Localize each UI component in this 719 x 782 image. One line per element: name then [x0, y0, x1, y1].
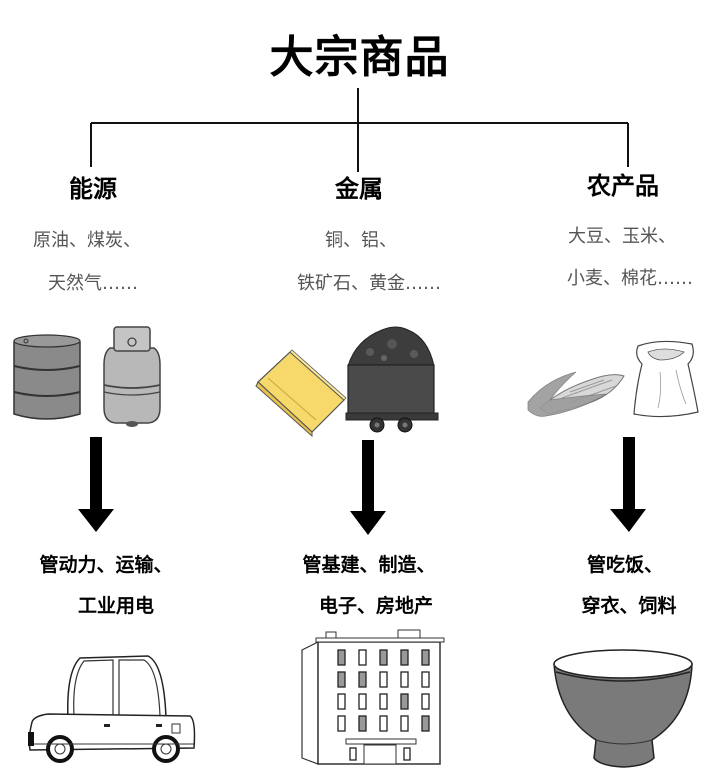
car-icon	[28, 655, 196, 763]
category-examples-agriculture-line1: 大豆、玉米、	[568, 226, 676, 247]
category-use-agriculture-line1: 管吃饭、	[586, 554, 663, 576]
category-use-energy-line2: 工业用电	[77, 595, 154, 617]
arrow-down-icon	[78, 437, 114, 532]
building-window	[337, 693, 346, 710]
building-window	[421, 671, 430, 688]
building-window	[379, 693, 388, 710]
building-window	[421, 649, 430, 666]
category-heading-agriculture: 农产品	[587, 172, 659, 200]
category-examples-metals-line2: 铁矿石、黄金……	[297, 273, 441, 294]
diagram-title: 大宗商品	[269, 32, 450, 83]
building-icon	[301, 629, 445, 765]
bowl-icon	[553, 649, 693, 768]
ore-cart-icon	[345, 326, 439, 433]
gold-bar-icon	[255, 349, 347, 438]
gas-cylinder-icon	[103, 326, 161, 427]
category-use-energy-line1: 管动力、运输、	[39, 554, 173, 576]
category-examples-agriculture-line2: 小麦、棉花……	[567, 268, 693, 289]
corn-icon	[527, 371, 625, 417]
category-examples-metals-line1: 铜、铝、	[325, 230, 397, 251]
building-window	[358, 693, 367, 710]
building-window	[337, 671, 346, 688]
building-window	[421, 693, 430, 710]
building-window	[379, 649, 388, 666]
arrow-down-icon	[610, 437, 646, 532]
category-use-metals-line2: 电子、房地产	[318, 595, 433, 617]
building-window	[400, 715, 409, 732]
building-window	[358, 671, 367, 688]
oil-barrel-icon	[13, 334, 81, 420]
building-window	[337, 649, 346, 666]
category-heading-metals: 金属	[335, 175, 383, 203]
building-window	[358, 649, 367, 666]
building-window	[337, 715, 346, 732]
category-heading-energy: 能源	[69, 175, 117, 203]
building-window	[421, 715, 430, 732]
category-use-metals-line1: 管基建、制造、	[302, 554, 436, 576]
building-window	[358, 715, 367, 732]
arrow-down-icon	[350, 440, 386, 535]
building-window	[400, 649, 409, 666]
category-examples-energy-line1: 原油、煤炭、	[33, 230, 141, 251]
category-examples-energy-line2: 天然气……	[48, 273, 138, 294]
category-use-agriculture-line2: 穿衣、饲料	[581, 595, 677, 617]
building-window	[379, 715, 388, 732]
building-window	[379, 671, 388, 688]
grain-sack-icon	[633, 340, 699, 418]
building-window	[400, 671, 409, 688]
building-window	[400, 693, 409, 710]
